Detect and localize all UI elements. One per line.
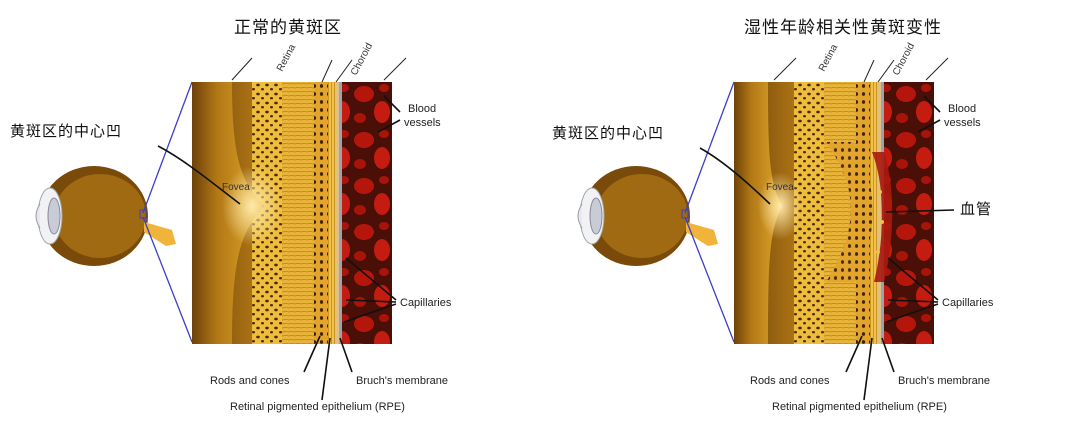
blood-vessels-label-2: vessels <box>404 117 441 129</box>
bruchs-membrane-label: Bruch's membrane <box>356 375 448 387</box>
vessel-annotation-arrow <box>885 209 955 213</box>
capillaries-label: Capillaries <box>942 297 994 309</box>
retina-label: Retina <box>275 42 298 73</box>
fovea-annotation-arrow <box>699 147 771 205</box>
retina-cross-section <box>192 82 392 344</box>
panel-title: 湿性年龄相关性黄斑变性 <box>744 18 942 38</box>
rpe-label: Retinal pigmented epithelium (RPE) <box>230 401 405 413</box>
choroid-label: Choroid <box>891 41 917 77</box>
blood-vessels-label-1: Blood <box>408 103 436 115</box>
panel-normal: 正常的黄斑区 Retina Choroid Fovea 黄斑区的中心凹 Bloo… <box>10 18 452 413</box>
zoom-line-top <box>684 81 735 214</box>
zoom-line-top <box>142 81 193 214</box>
vessel-annotation: 血管 <box>960 200 992 218</box>
zoom-line-bottom <box>684 216 735 343</box>
rods-cones-label: Rods and cones <box>210 375 290 387</box>
retina-label: Retina <box>817 42 840 73</box>
fovea-label: Fovea <box>766 182 794 193</box>
blood-vessels-label-2: vessels <box>944 117 981 129</box>
fovea-annotation: 黄斑区的中心凹 <box>552 124 664 142</box>
retina-cross-section <box>734 82 934 344</box>
fovea-annotation: 黄斑区的中心凹 <box>10 122 122 140</box>
new-blood-vessel <box>872 152 893 282</box>
bruchs-membrane-label: Bruch's membrane <box>898 375 990 387</box>
capillaries-label: Capillaries <box>400 297 452 309</box>
choroid-label: Choroid <box>349 41 375 77</box>
fovea-annotation-arrow <box>157 145 241 205</box>
rods-cones-label: Rods and cones <box>750 375 830 387</box>
panel-wet-amd: 湿性年龄相关性黄斑变性 Retina Choroid Fovea 黄斑区的中心凹 <box>552 18 994 413</box>
panel-title: 正常的黄斑区 <box>234 18 342 38</box>
zoom-line-bottom <box>142 216 193 343</box>
fovea-label: Fovea <box>222 182 250 193</box>
rpe-label: Retinal pigmented epithelium (RPE) <box>772 401 947 413</box>
blood-vessels-label-1: Blood <box>948 103 976 115</box>
